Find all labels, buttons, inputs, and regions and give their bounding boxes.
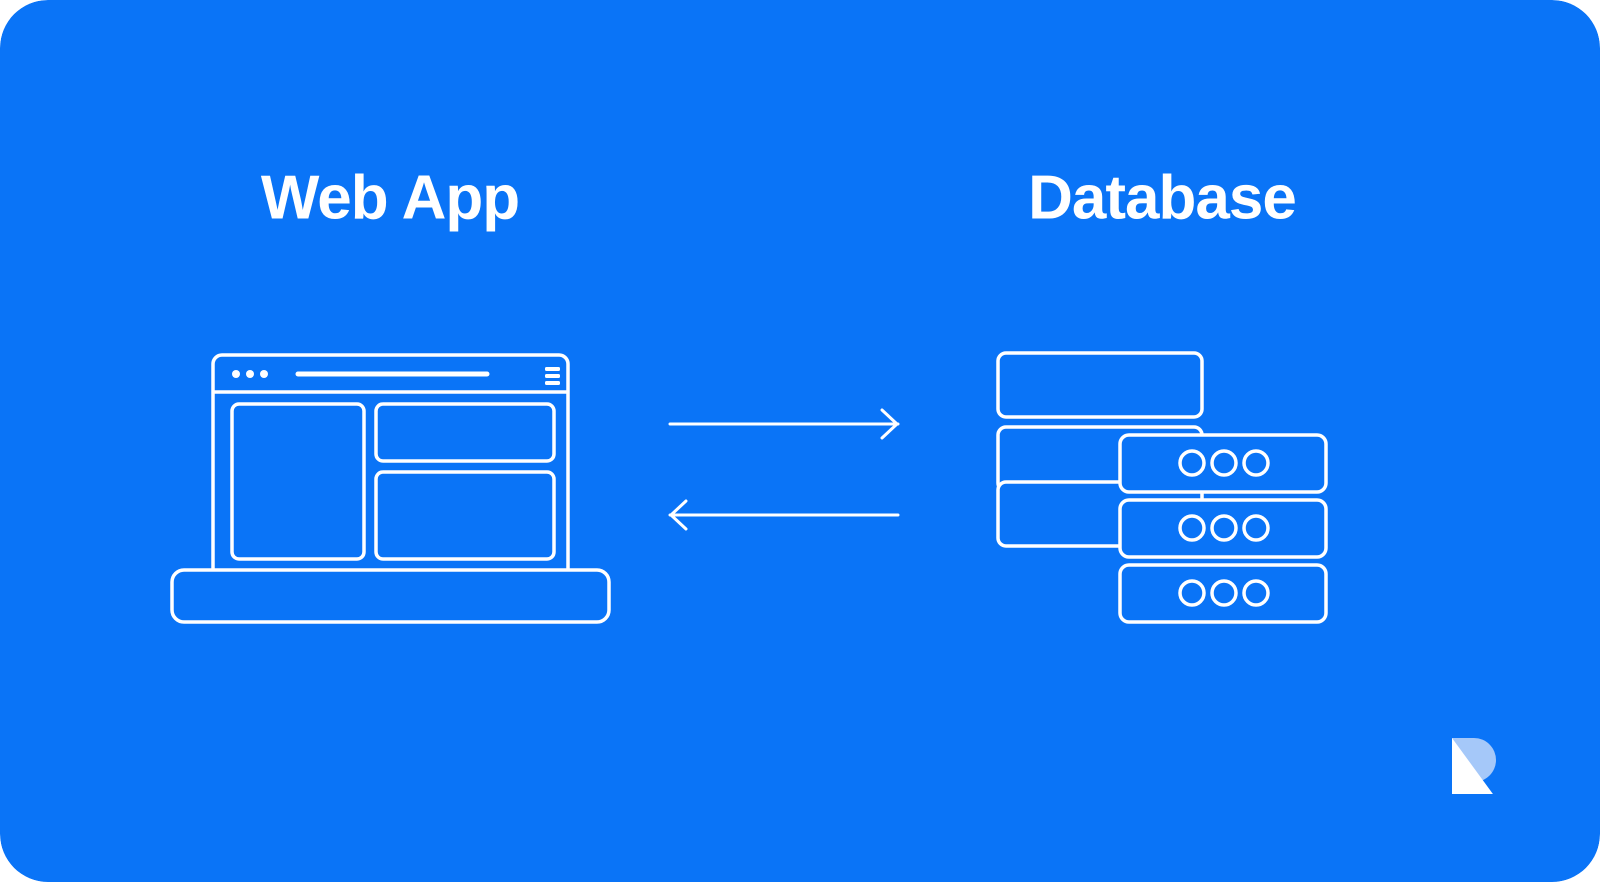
db-front-card-3 (1118, 563, 1328, 624)
arrow-right-head (880, 408, 899, 440)
db-back-card-1 (996, 351, 1204, 419)
panel-main-left (230, 402, 366, 561)
db-front-card-1 (1118, 433, 1328, 494)
db-front-card-3-circle-3 (1242, 579, 1270, 607)
db-front-card-3-circle-2 (1210, 579, 1238, 607)
laptop-base (170, 568, 611, 624)
web-app-title: Web App (261, 163, 519, 232)
db-front-card-2-circle-2 (1210, 514, 1238, 542)
hamburger-bar-2 (545, 374, 560, 378)
browser-window (211, 353, 570, 579)
hamburger-bar-1 (545, 367, 560, 371)
db-front-card-1-circle-2 (1210, 449, 1238, 477)
connector-arrows (668, 408, 900, 531)
arrow-left-head (669, 499, 688, 531)
logo-stem (1452, 738, 1493, 794)
arrow-right (668, 408, 900, 440)
database-title: Database (1028, 163, 1296, 232)
brand-logo-r (1452, 738, 1496, 794)
db-front-card-2-circle-3 (1242, 514, 1270, 542)
window-control-dot-3[interactable] (260, 370, 268, 378)
arrow-left (668, 499, 900, 531)
panel-bottom-right (374, 470, 556, 561)
hamburger-bar-3 (545, 381, 560, 385)
database-illustration (996, 351, 1328, 624)
db-front-card-2-circle-1 (1178, 514, 1206, 542)
web-app-illustration (170, 353, 611, 624)
db-front-card-3-circle-1 (1178, 579, 1206, 607)
db-front-card-1-circle-1 (1178, 449, 1206, 477)
window-control-dot-1[interactable] (232, 370, 240, 378)
db-front-card-2 (1118, 498, 1328, 559)
hamburger-menu-icon[interactable] (545, 367, 560, 385)
db-front-card-1-circle-3 (1242, 449, 1270, 477)
panel-top-right (374, 402, 556, 463)
window-control-dot-2[interactable] (246, 370, 254, 378)
